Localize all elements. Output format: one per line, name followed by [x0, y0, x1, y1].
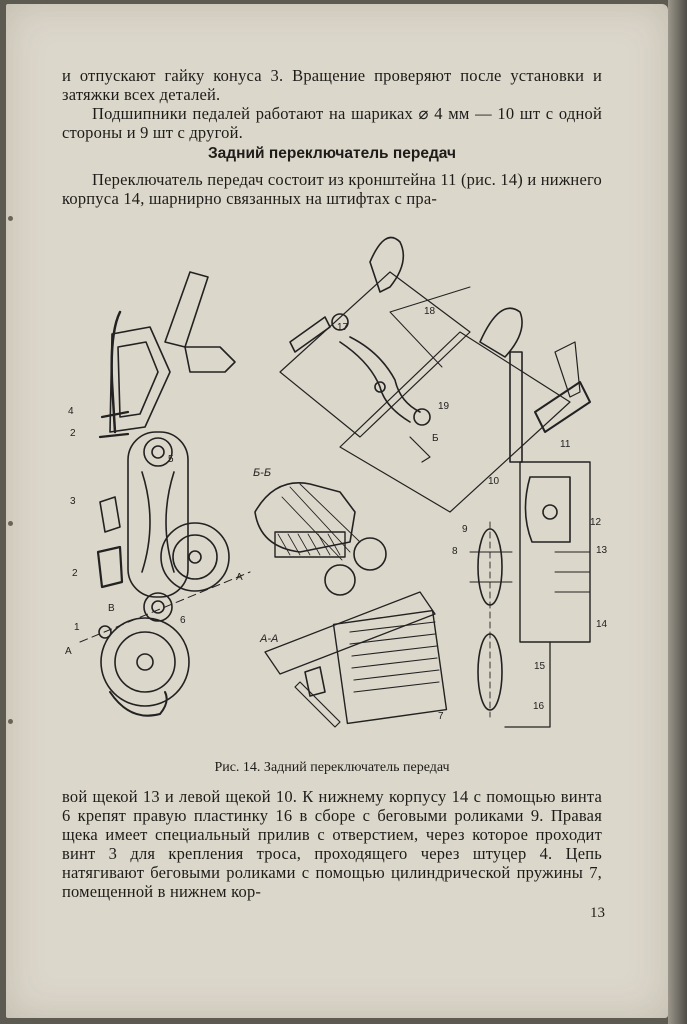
label-8: 8 — [452, 546, 458, 557]
label-v: В — [108, 603, 115, 614]
label-a2: А — [236, 572, 243, 583]
plan-view — [279, 236, 571, 513]
section-paragraph-1: Переключатель передач состоит из кронште… — [62, 170, 602, 208]
binding-hole — [8, 719, 13, 724]
label-11: 11 — [560, 439, 571, 450]
section-bb-label: Б-Б — [253, 467, 271, 479]
label-7: 7 — [438, 711, 444, 722]
intro-text: и отпускают гайку конуса 3. Вращение про… — [62, 66, 602, 142]
label-6: 6 — [180, 615, 186, 626]
label-14: 14 — [596, 619, 608, 630]
page-number: 13 — [590, 905, 605, 921]
label-16: 16 — [533, 701, 545, 712]
book-edge — [668, 0, 687, 1024]
label-3: 3 — [70, 496, 76, 507]
section-aa-label: А-А — [259, 633, 278, 645]
label-a1: А — [65, 646, 72, 657]
binding-hole — [8, 521, 13, 526]
label-1: 1 — [74, 622, 80, 633]
section-intro: Переключатель передач состоит из кронште… — [62, 170, 602, 208]
label-17: 17 — [337, 322, 349, 333]
label-2a: 2 — [70, 428, 76, 439]
label-4: 4 — [68, 406, 74, 417]
label-5: 5 — [168, 454, 174, 465]
section-bb-view — [254, 482, 387, 596]
label-12: 12 — [590, 517, 602, 528]
section-aa-view — [264, 591, 448, 728]
label-13: 13 — [596, 545, 608, 556]
label-15: 15 — [534, 661, 546, 672]
intro-paragraph-1: и отпускают гайку конуса 3. Вращение про… — [62, 66, 602, 104]
figure-caption: Рис. 14. Задний переключатель передач — [214, 760, 450, 775]
label-9: 9 — [462, 524, 468, 535]
label-b: Б — [432, 433, 439, 444]
derailleur-figure: 4 2 3 2 1 А А В 5 6 17 18 19 Б Б-Б А-А 7… — [50, 222, 620, 752]
derailleur-drawing: 4 2 3 2 1 А А В 5 6 17 18 19 Б Б-Б А-А 7… — [65, 236, 608, 728]
label-2b: 2 — [72, 568, 78, 579]
label-18: 18 — [424, 306, 436, 317]
section-body: вой щекой 13 и левой щекой 10. К нижнему… — [62, 787, 602, 901]
section-paragraph-2: вой щекой 13 и левой щекой 10. К нижнему… — [62, 787, 602, 901]
binding-hole — [8, 216, 13, 221]
section-heading: Задний переключатель передач — [207, 145, 457, 162]
front-view — [469, 341, 591, 728]
side-view — [79, 271, 251, 717]
label-19: 19 — [438, 401, 450, 412]
label-10: 10 — [488, 476, 500, 487]
intro-paragraph-2: Подшипники педалей работают на шариках ⌀… — [62, 104, 602, 142]
